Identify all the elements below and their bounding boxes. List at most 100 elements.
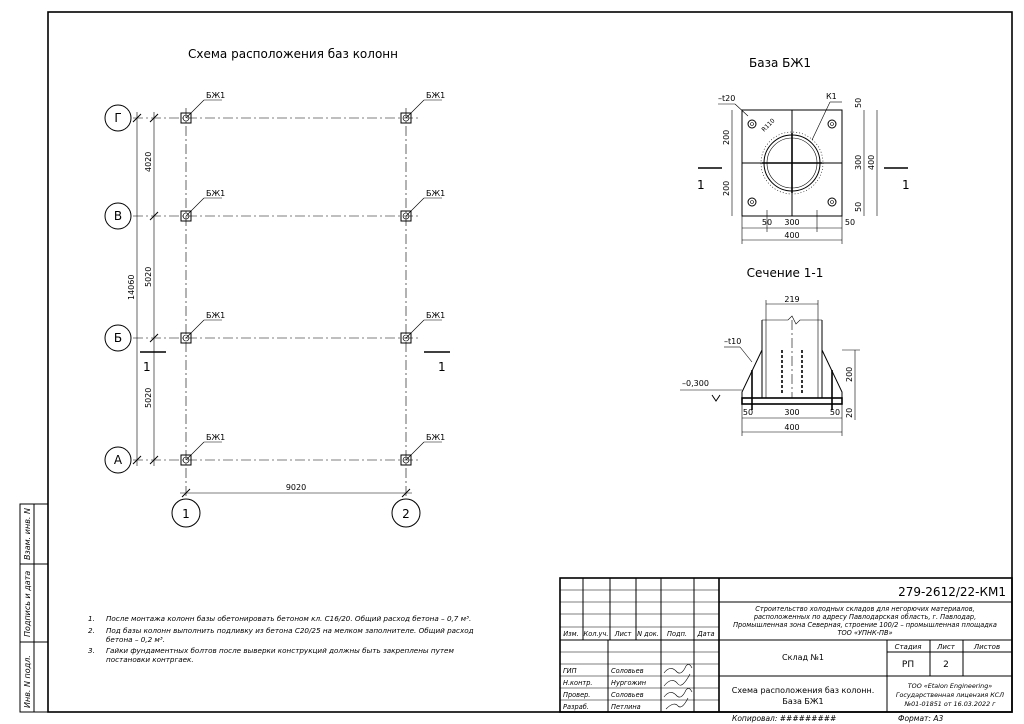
svg-text:расположенных по адресу Павлод: расположенных по адресу Павлодарская обл… [753,613,976,621]
svg-text:2.: 2. [88,626,95,635]
col-label: 2 [402,507,410,521]
svg-text:Листов: Листов [973,643,1000,651]
svg-text:Петлина: Петлина [611,703,641,711]
svg-text:ТОО «Etalon Engineering»: ТОО «Etalon Engineering» [908,682,993,690]
col-axis-bubbles: 1 2 [171,498,421,528]
svg-text:50: 50 [854,98,863,108]
svg-text:20: 20 [845,408,854,418]
svg-text:300: 300 [854,155,863,170]
row-label: Г [114,111,121,125]
svg-text:Схема расположения баз колонн.: Схема расположения баз колонн. [732,686,875,695]
side-label-vzam: Взам. инв. N [23,508,32,560]
base-plan: –t20 К1 R110 50 300 50 400 200 200 300 4… [697,92,910,244]
scheme-title: Схема расположения баз колонн [188,47,398,61]
svg-text:50: 50 [743,408,753,417]
scheme-bases: БЖ1 БЖ1 БЖ1 БЖ1 БЖ1 БЖ1 [180,91,445,466]
svg-text:1: 1 [143,360,151,374]
object-name: Склад №1 [782,653,824,662]
svg-text:200: 200 [722,130,731,145]
svg-text:Лист: Лист [614,630,632,638]
svg-text:Соловьев: Соловьев [611,691,644,699]
svg-text:50: 50 [830,408,840,417]
svg-text:Разраб.: Разраб. [563,703,589,711]
dim-5020b: 5020 [144,388,153,408]
side-stamp: Взам. инв. N Подпись и дата Инв. N подл. [19,503,49,713]
dim-14060: 14060 [127,275,136,300]
svg-text:БЖ1: БЖ1 [426,433,445,442]
base-marker: БЖ1 [400,91,445,124]
scheme-dimensions: 4020 5020 5020 14060 9020 [127,112,412,498]
svg-text:Государственная лицензия КСЛ: Государственная лицензия КСЛ [896,691,1004,699]
svg-text:Промышленная зона Северная, ст: Промышленная зона Северная, строение 100… [733,621,997,629]
rib-label: –t10 [724,337,741,346]
svg-text:Подп.: Подп. [667,630,687,638]
section-view: 219 –t10 –0,300 200 20 50 300 50 400 [680,295,860,436]
svg-text:№01-01851 от 16.03.2022 г: №01-01851 от 16.03.2022 г [903,700,996,708]
svg-text:БЖ1: БЖ1 [206,91,225,100]
svg-text:1: 1 [902,178,910,192]
svg-text:РП: РП [902,660,914,670]
svg-text:БЖ1: БЖ1 [206,433,225,442]
svg-text:400: 400 [784,423,799,432]
svg-text:БЖ1: БЖ1 [206,189,225,198]
svg-text:1: 1 [697,178,705,192]
column-label: К1 [826,92,837,101]
row-label: В [114,209,122,223]
dim-4020: 4020 [144,152,153,172]
level-label: –0,300 [682,379,709,388]
svg-text:Нургожин: Нургожин [611,679,647,687]
svg-text:400: 400 [784,231,799,240]
svg-text:Соловьев: Соловьев [611,667,644,675]
svg-text:Стадия: Стадия [895,643,922,651]
section-title: Сечение 1-1 [747,266,824,280]
svg-text:БЖ1: БЖ1 [206,311,225,320]
svg-text:200: 200 [845,367,854,382]
title-block: 279-2612/22-КМ1 Строительство холодных с… [559,577,1013,713]
base-title: База БЖ1 [749,56,811,70]
svg-text:ТОО «УПНК-ПВ»: ТОО «УПНК-ПВ» [837,629,892,637]
svg-text:БЖ1: БЖ1 [426,311,445,320]
base-marker: БЖ1 [400,311,445,344]
svg-text:ГИП: ГИП [563,667,577,675]
svg-text:БЖ1: БЖ1 [426,91,445,100]
svg-text:Лист: Лист [936,643,956,651]
svg-text:БЖ1: БЖ1 [426,189,445,198]
signature-marks [663,664,693,710]
svg-text:200: 200 [722,181,731,196]
svg-text:бетона – 0,2 м³.: бетона – 0,2 м³. [106,635,165,644]
dim-5020a: 5020 [144,267,153,287]
doc-code: 279-2612/22-КМ1 [898,585,1006,599]
svg-text:Провер.: Провер. [563,691,590,699]
row-label: А [114,453,123,467]
side-label-sign: Подпись и дата [23,571,32,637]
copied-by: Копировал: ######### [732,714,836,723]
svg-text:50: 50 [845,218,855,227]
plate-label: –t20 [718,94,735,103]
svg-text:2: 2 [943,660,949,670]
svg-text:N док.: N док. [637,630,659,638]
scheme-section-mark: 1 1 [140,351,450,374]
svg-text:50: 50 [854,202,863,212]
svg-text:50: 50 [762,218,772,227]
svg-text:300: 300 [784,218,799,227]
row-label: Б [114,331,122,345]
svg-text:Дата: Дата [696,630,714,638]
svg-text:Гайки фундаментных болтов посл: Гайки фундаментных болтов после выверки … [106,646,454,655]
notes: 1. После монтажа колонн базы обетонирова… [88,614,474,664]
svg-text:219: 219 [784,295,799,304]
svg-text:1.: 1. [88,614,95,623]
svg-text:Кол.уч.: Кол.уч. [584,630,609,638]
svg-text:База БЖ1: База БЖ1 [782,697,823,706]
base-marker: БЖ1 [400,189,445,222]
svg-text:Изм.: Изм. [563,630,579,638]
base-marker: БЖ1 [180,189,225,222]
base-marker: БЖ1 [180,311,225,344]
row-axis-bubbles: Г В Б А [104,104,132,474]
svg-text:Под базы колонн выполнить подл: Под базы колонн выполнить подливку из бе… [106,626,474,635]
sheet-format: Формат: А3 [898,714,943,723]
svg-text:Н.контр.: Н.контр. [563,679,593,687]
dim-9020: 9020 [286,483,306,492]
side-label-inv: Инв. N подл. [23,655,32,708]
radius-label: R110 [760,117,776,133]
